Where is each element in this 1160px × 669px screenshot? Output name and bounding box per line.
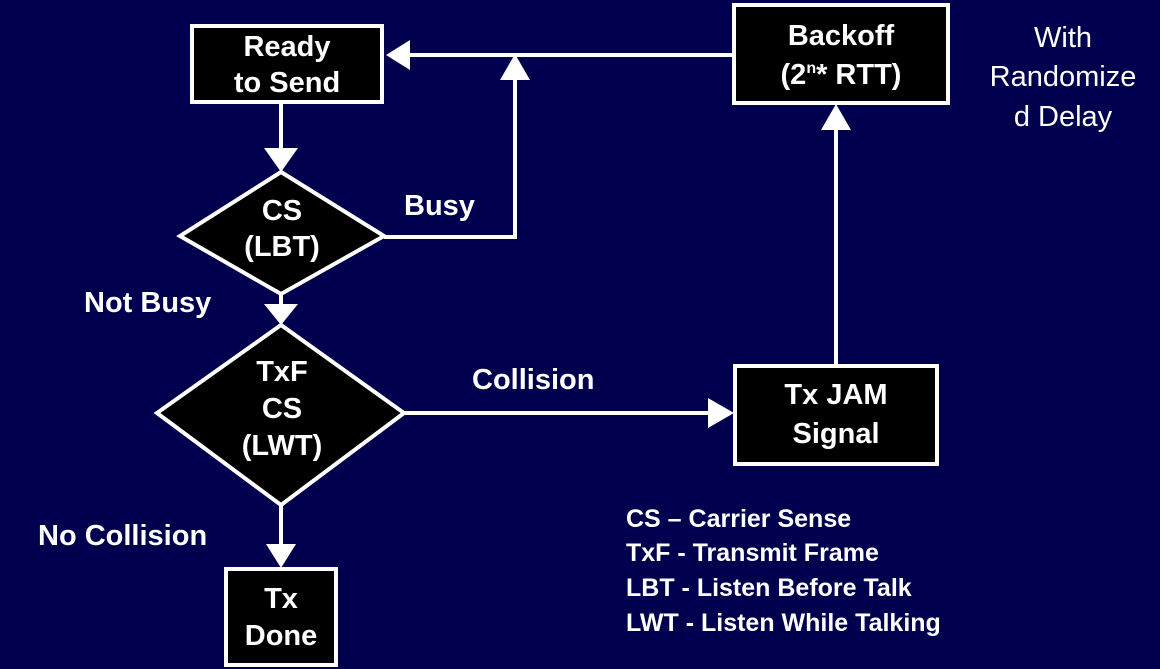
legend-item: LBT - Listen Before Talk xyxy=(626,574,912,602)
done-label-line-2: Done xyxy=(245,620,318,652)
legend-item: TxF - Transmit Frame xyxy=(626,539,879,567)
backoff-label-line-1: Backoff xyxy=(788,20,895,52)
jam-label-line-2: Signal xyxy=(792,418,879,450)
connector-busy-loop xyxy=(384,78,517,239)
node-tx-jam-signal: Tx JAM Signal xyxy=(733,364,939,466)
note-line-3: d Delay xyxy=(1014,101,1113,133)
randomized-delay-note: With Randomize d Delay xyxy=(990,22,1137,133)
arrowhead-into-done xyxy=(266,544,296,568)
collision-label: Collision xyxy=(472,364,594,396)
arrowhead-into-jam xyxy=(708,398,734,428)
node-txf-cs-lwt: TxF CS (LWT) xyxy=(153,322,408,508)
txf-label-line-3: (LWT) xyxy=(242,430,323,462)
backoff-label-line-2: (2n* RTT) xyxy=(781,59,902,91)
ready-label-line-1: Ready xyxy=(243,31,330,63)
ready-label-line-2: to Send xyxy=(234,67,340,99)
note-line-1: With xyxy=(1034,22,1092,54)
arrowhead-into-backoff xyxy=(821,104,851,130)
node-backoff: Backoff (2n* RTT) xyxy=(732,3,950,105)
node-tx-done: Tx Done xyxy=(224,567,338,667)
node-cs-lbt: CS (LBT) xyxy=(176,169,388,297)
cs-lbt-label-line-2: (LBT) xyxy=(244,231,320,263)
connectors xyxy=(264,40,851,568)
txf-label-line-2: CS xyxy=(262,393,302,425)
txf-label-line-1: TxF xyxy=(256,356,308,388)
legend-item: CS – Carrier Sense xyxy=(626,505,851,533)
busy-label: Busy xyxy=(404,190,475,222)
legend-item: LWT - Listen While Talking xyxy=(626,609,941,637)
arrowhead-into-ready xyxy=(386,40,410,70)
arrowhead-into-txf xyxy=(264,304,298,325)
jam-label-line-1: Tx JAM xyxy=(784,379,887,411)
node-ready-to-send: Ready to Send xyxy=(190,24,384,104)
no-collision-label: No Collision xyxy=(38,520,207,552)
note-line-2: Randomize xyxy=(990,61,1137,93)
done-label-line-1: Tx xyxy=(264,583,298,615)
arrowhead-into-cs xyxy=(264,148,298,172)
cs-lbt-label-line-1: CS xyxy=(262,195,302,227)
arrowhead-busy-up xyxy=(500,54,530,80)
abbreviation-legend: CS – Carrier Sense TxF - Transmit Frame … xyxy=(626,505,941,637)
not-busy-label: Not Busy xyxy=(84,287,211,319)
